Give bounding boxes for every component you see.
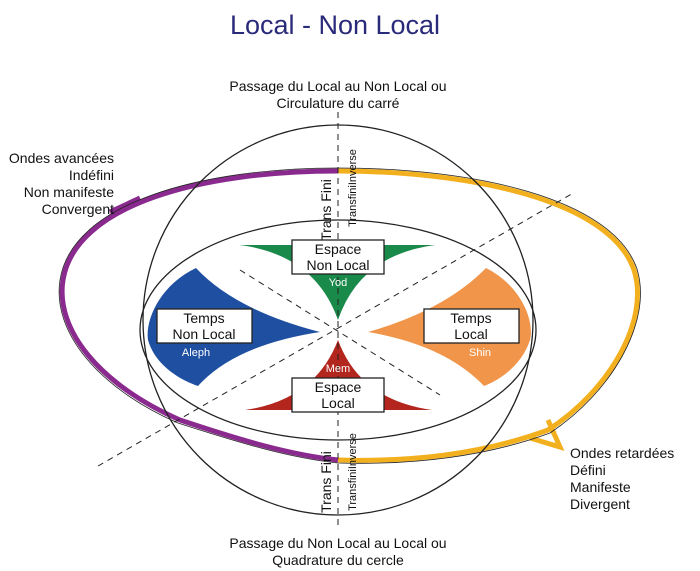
quadrant-bottom-shape xyxy=(245,340,432,410)
left-note-line-4: Convergent xyxy=(42,201,114,217)
axis-bottom-trans-fini: Trans Fini xyxy=(318,451,334,513)
quadrant-right-letter: Shin xyxy=(469,347,491,359)
quadrant-right-label-1: Temps xyxy=(450,310,491,326)
outer-ring-left-purple xyxy=(59,168,339,463)
axis-top-transfini-inverse: TransfiniInverse xyxy=(347,149,359,227)
axis-top-trans-fini: Trans Fini xyxy=(318,179,334,241)
quadrant-top-label-2: Non Local xyxy=(306,257,369,273)
right-note-line-3: Manifeste xyxy=(570,479,631,495)
quadrant-left-label-1: Temps xyxy=(183,310,224,326)
right-note-line-1: Ondes retardées xyxy=(570,445,674,461)
quadrant-right-label-2: Local xyxy=(454,326,487,342)
outer-ring-left-notch xyxy=(108,195,142,215)
quadrant-bottom-label-1: Espace xyxy=(315,379,362,395)
bottom-caption-line-2: Quadrature du cercle xyxy=(272,552,404,568)
top-caption-line-2: Circulature du carré xyxy=(277,95,400,111)
bottom-caption-line-1: Passage du Non Local au Local ou xyxy=(229,535,446,551)
top-caption-line-1: Passage du Local au Non Local ou xyxy=(229,78,446,94)
quadrant-bottom-box: Espace Local xyxy=(291,377,385,413)
outer-ring-right-yellow xyxy=(337,168,640,463)
quadrant-left-box: Temps Non Local xyxy=(156,308,253,344)
page-title: Local - Non Local xyxy=(230,10,440,40)
left-note-line-2: Indéfini xyxy=(69,167,114,183)
axis-bottom-transfini-inverse: TransfiniInverse xyxy=(347,433,359,511)
quadrant-bottom-label-2: Local xyxy=(321,395,354,411)
outer-ring-right-notch xyxy=(529,418,565,451)
quadrant-right-box: Temps Local xyxy=(423,308,520,344)
quadrant-bottom-letter: Mem xyxy=(326,363,350,375)
quadrant-left-label-2: Non Local xyxy=(172,326,235,342)
left-note-line-3: Non manifeste xyxy=(24,184,114,200)
dashed-diagonal-main xyxy=(97,191,576,467)
inner-ellipse xyxy=(139,219,537,441)
right-note-line-4: Divergent xyxy=(570,496,630,512)
left-note-line-1: Ondes avancées xyxy=(9,150,114,166)
right-note-line-2: Défini xyxy=(570,462,606,478)
quadrant-top-letter: Yod xyxy=(329,277,348,289)
quadrant-top-box: Espace Non Local xyxy=(291,239,385,275)
outer-ring-outline xyxy=(58,167,641,464)
quadrant-left-letter: Aleph xyxy=(182,347,210,359)
quadrant-top-label-1: Espace xyxy=(315,241,362,257)
